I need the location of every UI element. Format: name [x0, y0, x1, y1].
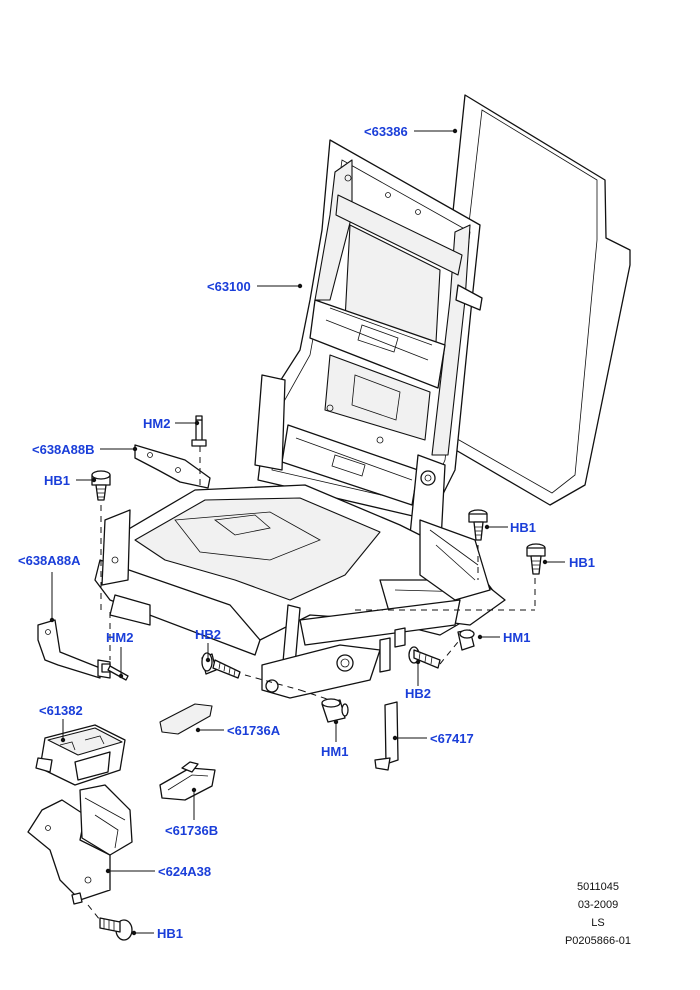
bracket-638a88b — [134, 415, 211, 489]
reference-line-3: LS — [591, 917, 604, 929]
bolt-hb2-right — [408, 646, 441, 669]
reference-line-4: P0205866-01 — [565, 935, 631, 947]
label-61736b: <61736B — [165, 823, 218, 838]
bolt-hb1-right-a — [468, 509, 488, 541]
label-hb2-right: HB2 — [405, 686, 431, 701]
label-hm2-top: HM2 — [143, 416, 170, 431]
bolt-hb1-bottom — [99, 917, 133, 941]
bushing-hm1-right — [457, 629, 475, 651]
bolt-hb1-left — [91, 470, 111, 501]
reference-line-1: 5011045 — [577, 881, 619, 893]
label-624a38: <624A38 — [158, 864, 211, 879]
label-61736a: <61736A — [227, 723, 281, 738]
label-638a88b: <638A88B — [32, 442, 95, 457]
label-638a88a: <638A88A — [18, 553, 81, 568]
label-hm2-left: HM2 — [106, 630, 133, 645]
label-67417: <67417 — [430, 731, 474, 746]
module-61382 — [35, 724, 126, 786]
label-hb2-left: HB2 — [195, 627, 221, 642]
seat-back-frame — [254, 139, 483, 561]
seat-back-panel — [429, 94, 631, 506]
leader-lines — [49, 128, 565, 936]
reference-line-2: 03-2009 — [578, 899, 618, 911]
clip-61736b — [159, 761, 216, 801]
label-hm1-bottom: HM1 — [321, 744, 348, 759]
pad-61736a — [159, 703, 213, 735]
reference-block: 5011045 03-2009 LS P0205866-01 — [565, 881, 631, 947]
support-624a38 — [27, 784, 133, 905]
bracket-638a88a — [37, 619, 111, 679]
label-hm1-right: HM1 — [503, 630, 530, 645]
seat-cushion-frame — [94, 484, 506, 699]
label-hb1-right-b: HB1 — [569, 555, 595, 570]
assembly-lines — [87, 446, 536, 921]
bolt-hb2-left — [201, 652, 241, 679]
trim-67417 — [374, 701, 399, 771]
bushing-hm1-bottom — [321, 698, 349, 723]
label-hb1-right-a: HB1 — [510, 520, 536, 535]
label-hb1-bottom: HB1 — [157, 926, 183, 941]
label-63386: <63386 — [364, 124, 408, 139]
bolt-hb1-right-b — [526, 543, 546, 575]
label-hb1-left: HB1 — [44, 473, 70, 488]
label-61382: <61382 — [39, 703, 83, 718]
label-63100: <63100 — [207, 279, 251, 294]
